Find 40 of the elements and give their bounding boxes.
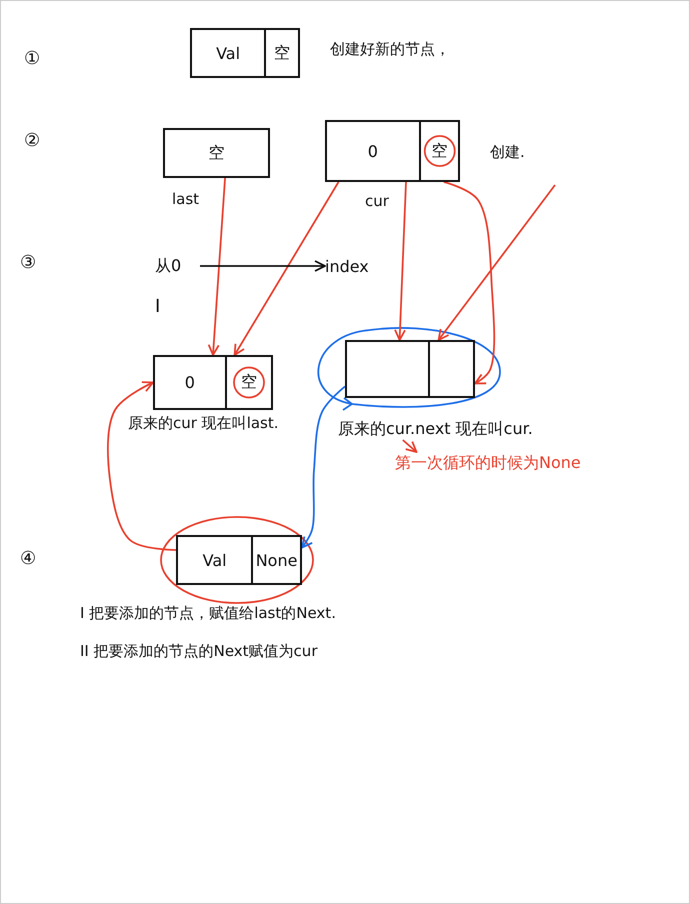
arrow (200, 260, 326, 272)
node-field-text: None (251, 537, 300, 583)
list-node-box (163, 128, 270, 178)
node-field-text: 空 (224, 357, 271, 408)
arrow (402, 439, 418, 453)
list-node-box (345, 340, 475, 398)
arrow (444, 181, 496, 384)
node-field-text: 空 (208, 142, 226, 164)
arrow (438, 184, 556, 341)
node-field-text: Val (202, 550, 228, 572)
node-field-text: 0 (184, 372, 196, 394)
node-field-text: 0 (366, 140, 379, 162)
step-number: ④ (20, 548, 36, 569)
node-caption: 创建好新的节点， (330, 40, 450, 59)
annotation-text: index (325, 254, 381, 278)
node-field-text: 空 (264, 30, 298, 76)
step-number: ③ (20, 252, 36, 273)
list-node-box (325, 120, 460, 182)
annotation-text: 原来的cur.next 现在叫cur. (338, 418, 578, 440)
annotation-text: 第一次循环的时候为None (395, 452, 610, 474)
list-node-box (176, 535, 302, 585)
arrow (301, 386, 346, 548)
list-node-box (153, 355, 273, 410)
node-caption: last (172, 190, 200, 208)
node-caption: 原来的cur 现在叫last. (128, 414, 279, 433)
arrow (106, 381, 176, 551)
roman-numeral: I (155, 296, 160, 317)
node-field-text: Val (215, 42, 242, 64)
arrow (208, 178, 226, 356)
step-note: I 把要添加的节点，赋值给last的Next. (80, 604, 336, 623)
list-node-box (190, 28, 300, 78)
node-caption: cur (365, 192, 389, 210)
node-field-text: 空 (418, 122, 458, 180)
step-number: ① (24, 48, 40, 69)
step-note: II 把要添加的节点的Next赋值为cur (80, 642, 318, 661)
annotation-text: 从0 (155, 254, 200, 278)
step-number: ② (24, 130, 40, 151)
arrow (394, 182, 407, 341)
arrow (234, 182, 340, 356)
node-caption: 创建. (490, 143, 525, 162)
